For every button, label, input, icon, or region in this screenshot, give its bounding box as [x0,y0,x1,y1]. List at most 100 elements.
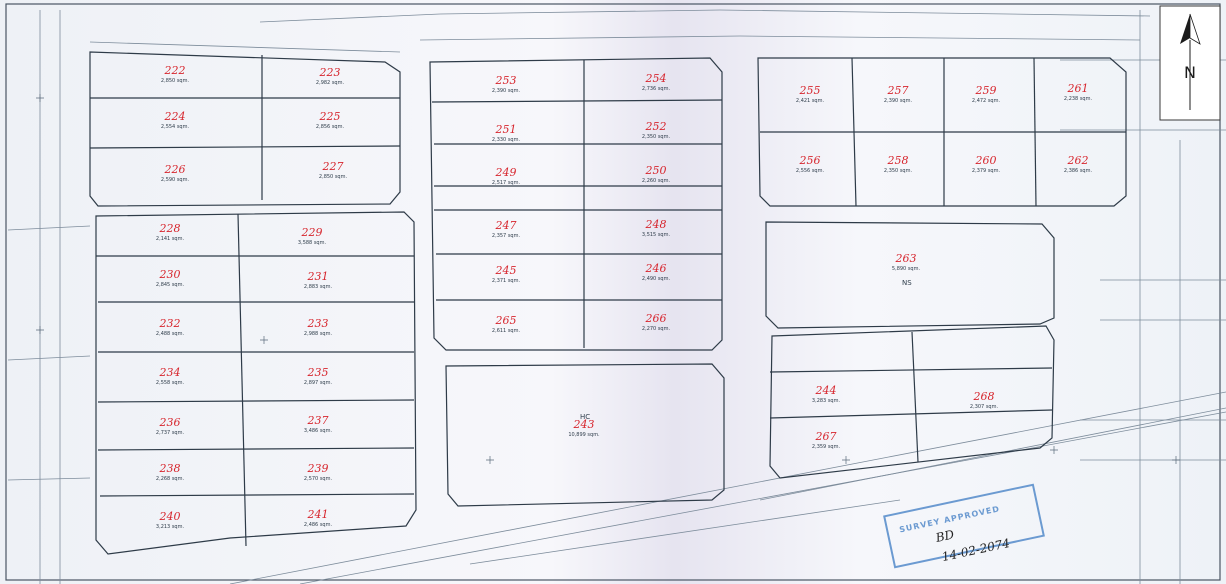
plot-area-227: 2,850 sqm. [319,174,348,180]
plot-number-225: 225 [319,110,341,123]
plot-number-260: 260 [975,154,997,167]
plot-area-265: 2,611 sqm. [492,328,521,334]
plot-area-260: 2,379 sqm. [972,168,1001,174]
plot-number-265: 265 [495,314,517,327]
sheet-border [5,3,1221,581]
plot-area-247: 2,357 sqm. [492,233,521,239]
plot-number-263: 263 [895,252,917,265]
plot-area-251: 2,330 sqm. [492,137,521,143]
plot-area-245: 2,371 sqm. [492,278,521,284]
plot-number-251: 251 [495,123,517,136]
plot-number-250: 250 [645,164,667,177]
plot-number-253: 253 [495,74,517,87]
block-e [757,57,1127,207]
plot-number-232: 232 [159,317,181,330]
plot-area-231: 2,883 sqm. [304,284,333,290]
plot-number-258: 258 [887,154,909,167]
plot-area-250: 2,260 sqm. [642,178,671,184]
plot-area-229: 3,588 sqm. [298,240,327,246]
plot-number-235: 235 [307,366,329,379]
plot-number-228: 228 [159,222,181,235]
plot-area-234: 2,558 sqm. [156,380,185,386]
north-arrow: N [1159,5,1221,121]
plot-number-234: 234 [159,366,181,379]
plot-area-236: 2,737 sqm. [156,430,185,436]
plot-area-237: 3,486 sqm. [304,428,333,434]
plot-number-222: 222 [164,64,186,77]
plot-area-232: 2,488 sqm. [156,331,185,337]
plot-area-246: 2,490 sqm. [642,276,671,282]
plot-area-258: 2,350 sqm. [884,168,913,174]
plot-area-253: 2,390 sqm. [492,88,521,94]
north-letter: N [1184,63,1196,82]
plot-number-226: 226 [164,163,186,176]
plot-area-228: 2,141 sqm. [156,236,185,242]
plot-area-262: 2,386 sqm. [1064,168,1093,174]
plot-number-252: 252 [645,120,667,133]
plot-area-222: 2,850 sqm. [161,78,190,84]
plot-area-261: 2,238 sqm. [1064,96,1093,102]
plot-area-224: 2,554 sqm. [161,124,190,130]
plot-number-224: 224 [164,110,186,123]
block-c [429,57,723,351]
plot-number-262: 262 [1067,154,1089,167]
plot-area-230: 2,845 sqm. [156,282,185,288]
plot-number-246: 246 [645,262,667,275]
plot-area-255: 2,421 sqm. [796,98,825,104]
plot-number-237: 237 [307,414,329,427]
plot-area-267: 2,359 sqm. [812,444,841,450]
plot-number-261: 261 [1067,82,1089,95]
plot-number-241: 241 [307,508,329,521]
plot-number-238: 238 [159,462,181,475]
plot-number-231: 231 [307,270,329,283]
plot-number-245: 245 [495,264,517,277]
plot-number-230: 230 [159,268,181,281]
plot-area-266: 2,270 sqm. [642,326,671,332]
plot-area-235: 2,897 sqm. [304,380,333,386]
plot-number-254: 254 [645,72,667,85]
plot-number-247: 247 [495,219,517,232]
north-arrow-icon [1180,14,1190,44]
plot-number-268: 268 [973,390,995,403]
plot-area-225: 2,856 sqm. [316,124,345,130]
plot-area-239: 2,570 sqm. [304,476,333,482]
plot-number-249: 249 [495,166,517,179]
plot-area-252: 2,350 sqm. [642,134,671,140]
plot-number-259: 259 [975,84,997,97]
block-d [445,363,725,507]
plot-number-239: 239 [307,462,329,475]
plot-area-259: 2,472 sqm. [972,98,1001,104]
plot-number-223: 223 [319,66,341,79]
plot-area-233: 2,988 sqm. [304,331,333,337]
plot-number-227: 227 [322,160,344,173]
block-b [95,211,417,555]
plot-area-244: 3,283 sqm. [812,398,841,404]
plot-number-266: 266 [645,312,667,325]
plot-number-256: 256 [799,154,821,167]
plot-area-241: 2,486 sqm. [304,522,333,528]
plot-area-268: 2,307 sqm. [970,404,999,410]
plot-number-267: 267 [815,430,837,443]
plot-area-256: 2,556 sqm. [796,168,825,174]
block-a [89,51,401,207]
stamp-signature: BD [933,527,955,545]
plot-area-223: 2,982 sqm. [316,80,345,86]
plot-number-240: 240 [159,510,181,523]
plot-area-243: 10,899 sqm. [568,432,600,438]
plot-number-257: 257 [887,84,909,97]
zone-label-ns: NS [902,279,912,287]
block-g [769,325,1055,479]
plot-number-243: 243 [573,418,595,431]
plot-number-248: 248 [645,218,667,231]
plot-area-226: 2,590 sqm. [161,177,190,183]
plot-area-257: 2,390 sqm. [884,98,913,104]
plot-number-233: 233 [307,317,329,330]
plot-area-240: 3,213 sqm. [156,524,185,530]
plot-area-248: 3,515 sqm. [642,232,671,238]
plot-number-236: 236 [159,416,181,429]
block-f [765,221,1055,329]
plot-number-255: 255 [799,84,821,97]
